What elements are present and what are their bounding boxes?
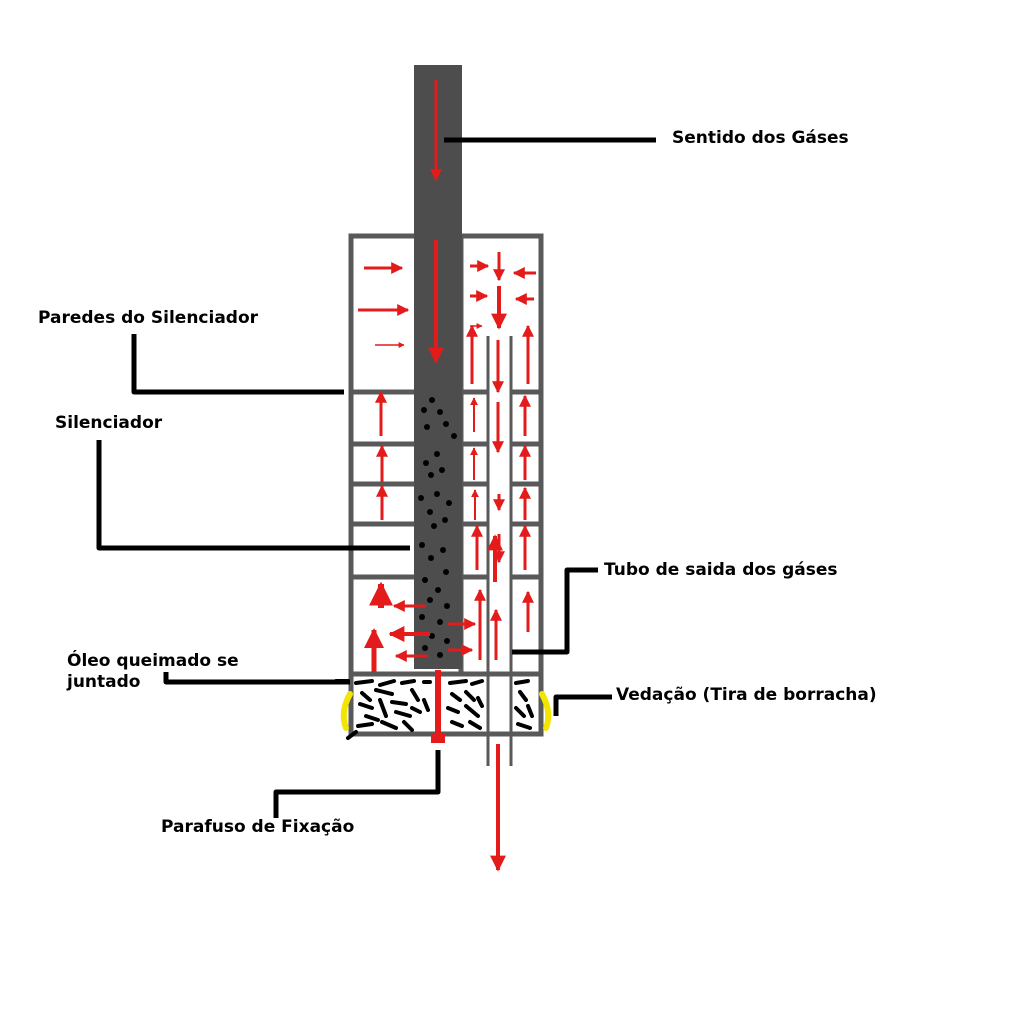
exhaust-outlet-tube — [486, 336, 513, 766]
label-silencer-walls: Paredes do Silenciador — [38, 308, 259, 328]
label-seal: Vedação (Tira de borracha) — [616, 685, 877, 705]
gas-flow-arrows — [358, 80, 536, 872]
seal-strip-right — [539, 691, 552, 731]
label-gas-direction: Sentido dos Gáses — [672, 128, 849, 148]
label-burnt-oil-line2: juntado — [67, 672, 141, 692]
burnt-oil-chamber — [334, 679, 534, 740]
leader-lines — [96, 137, 656, 818]
seal-strip-left — [340, 691, 353, 731]
silencer-filler-dots — [418, 397, 457, 658]
label-fixing-screw: Parafuso de Fixação — [161, 817, 355, 837]
fixing-screw — [431, 670, 445, 743]
label-exhaust-tube: Tubo de saida dos gáses — [604, 560, 838, 580]
inlet-pipe — [414, 65, 462, 669]
label-burnt-oil-line1: Óleo queimado se — [67, 651, 239, 671]
label-silencer: Silenciador — [55, 413, 163, 433]
